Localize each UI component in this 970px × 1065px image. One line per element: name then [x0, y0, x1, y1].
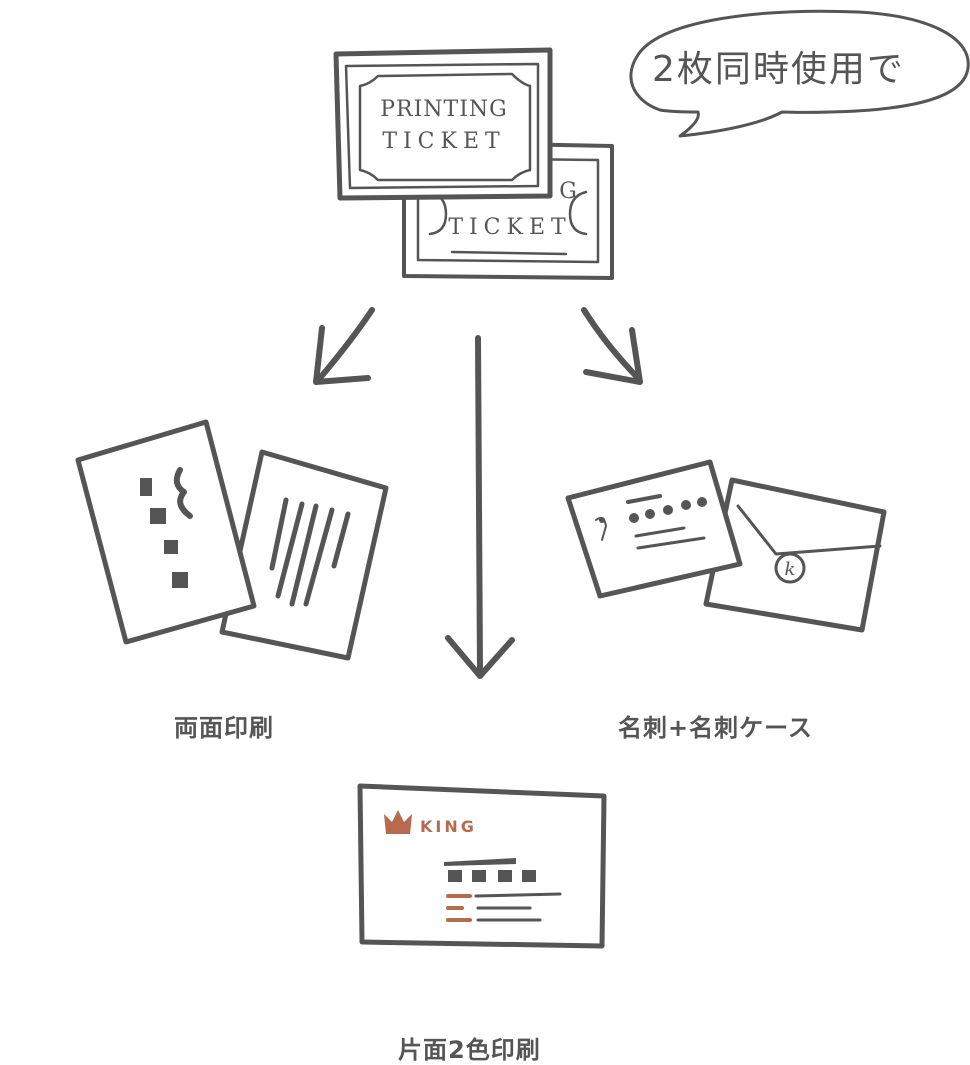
seal-letter: k — [785, 559, 796, 580]
ticket-front-line1: PRINTING — [380, 97, 508, 122]
seal-icon — [774, 552, 806, 584]
speech-bubble — [629, 9, 970, 138]
label-double-sided: 両面印刷 — [174, 714, 274, 742]
ticket-front-line2: TICKET — [382, 129, 505, 154]
ticket-back-line1: G — [559, 179, 577, 204]
label-card-case: 名刺+名刺ケース — [618, 714, 813, 742]
arrow-center — [445, 335, 515, 679]
card-brand: KING — [420, 817, 477, 836]
arrow-left — [313, 307, 375, 385]
label-two-color: 片面2色印刷 — [398, 1036, 541, 1064]
bubble-text: 2枚同時使用で — [652, 49, 905, 90]
arrow-right — [581, 307, 643, 385]
crown-icon — [384, 810, 412, 834]
two-color-card — [357, 783, 607, 949]
card-and-envelope — [565, 459, 887, 633]
double-sided-cards — [75, 419, 389, 661]
ticket-front — [333, 47, 553, 201]
ticket-back-line2: TICKET — [448, 215, 571, 240]
